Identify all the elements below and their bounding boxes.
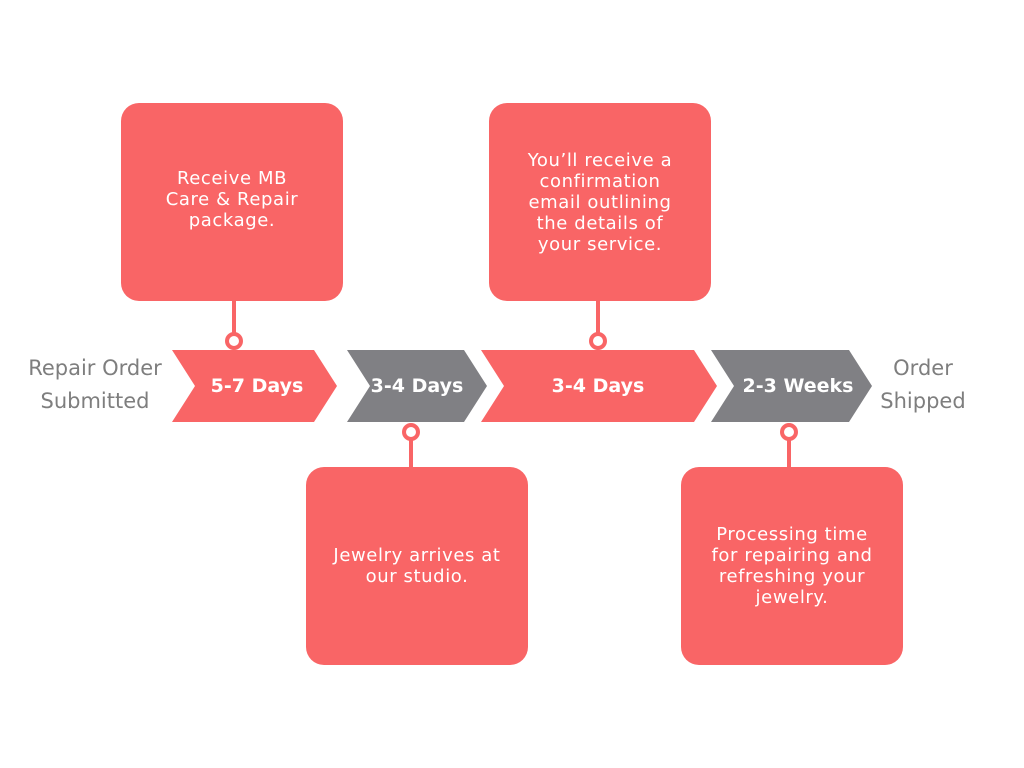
connector-dot-3 <box>589 332 607 350</box>
connector-dot-4 <box>780 423 798 441</box>
connector-dot-1 <box>225 332 243 350</box>
stage-arrow-2 <box>347 350 487 422</box>
end-label-line2: Shipped <box>880 389 966 413</box>
end-label-line1: Order <box>893 356 953 380</box>
stage-label-3: 3-4 Days <box>551 375 645 397</box>
note-text-2: Jewelry arrives at our studio. <box>333 545 501 587</box>
stage-label-1: 5-7 Days <box>210 375 304 397</box>
stage-arrow-3 <box>481 350 717 422</box>
note-text-3: You’ll receive a confirmation email outl… <box>527 149 673 255</box>
note-box-3: You’ll receive a confirmation email outl… <box>489 103 711 301</box>
note-text-1: Receive MB Care & Repair package. <box>165 167 299 231</box>
connector-dot-2 <box>402 423 420 441</box>
note-box-4: Processing time for repairing and refres… <box>681 467 903 665</box>
note-box-2: Jewelry arrives at our studio. <box>306 467 528 665</box>
note-text-4: Processing time for repairing and refres… <box>711 524 873 608</box>
note-box-1: Receive MB Care & Repair package. <box>121 103 343 301</box>
end-label: Order Shipped <box>863 352 983 418</box>
stage-label-4: 2-3 Weeks <box>742 375 854 397</box>
start-label-line1: Repair Order <box>28 356 162 380</box>
stage-label-2: 3-4 Days <box>370 375 464 397</box>
stage-arrow-1 <box>172 350 337 422</box>
stage-arrow-4 <box>711 350 872 422</box>
start-label: Repair Order Submitted <box>14 352 176 418</box>
start-label-line2: Submitted <box>40 389 150 413</box>
